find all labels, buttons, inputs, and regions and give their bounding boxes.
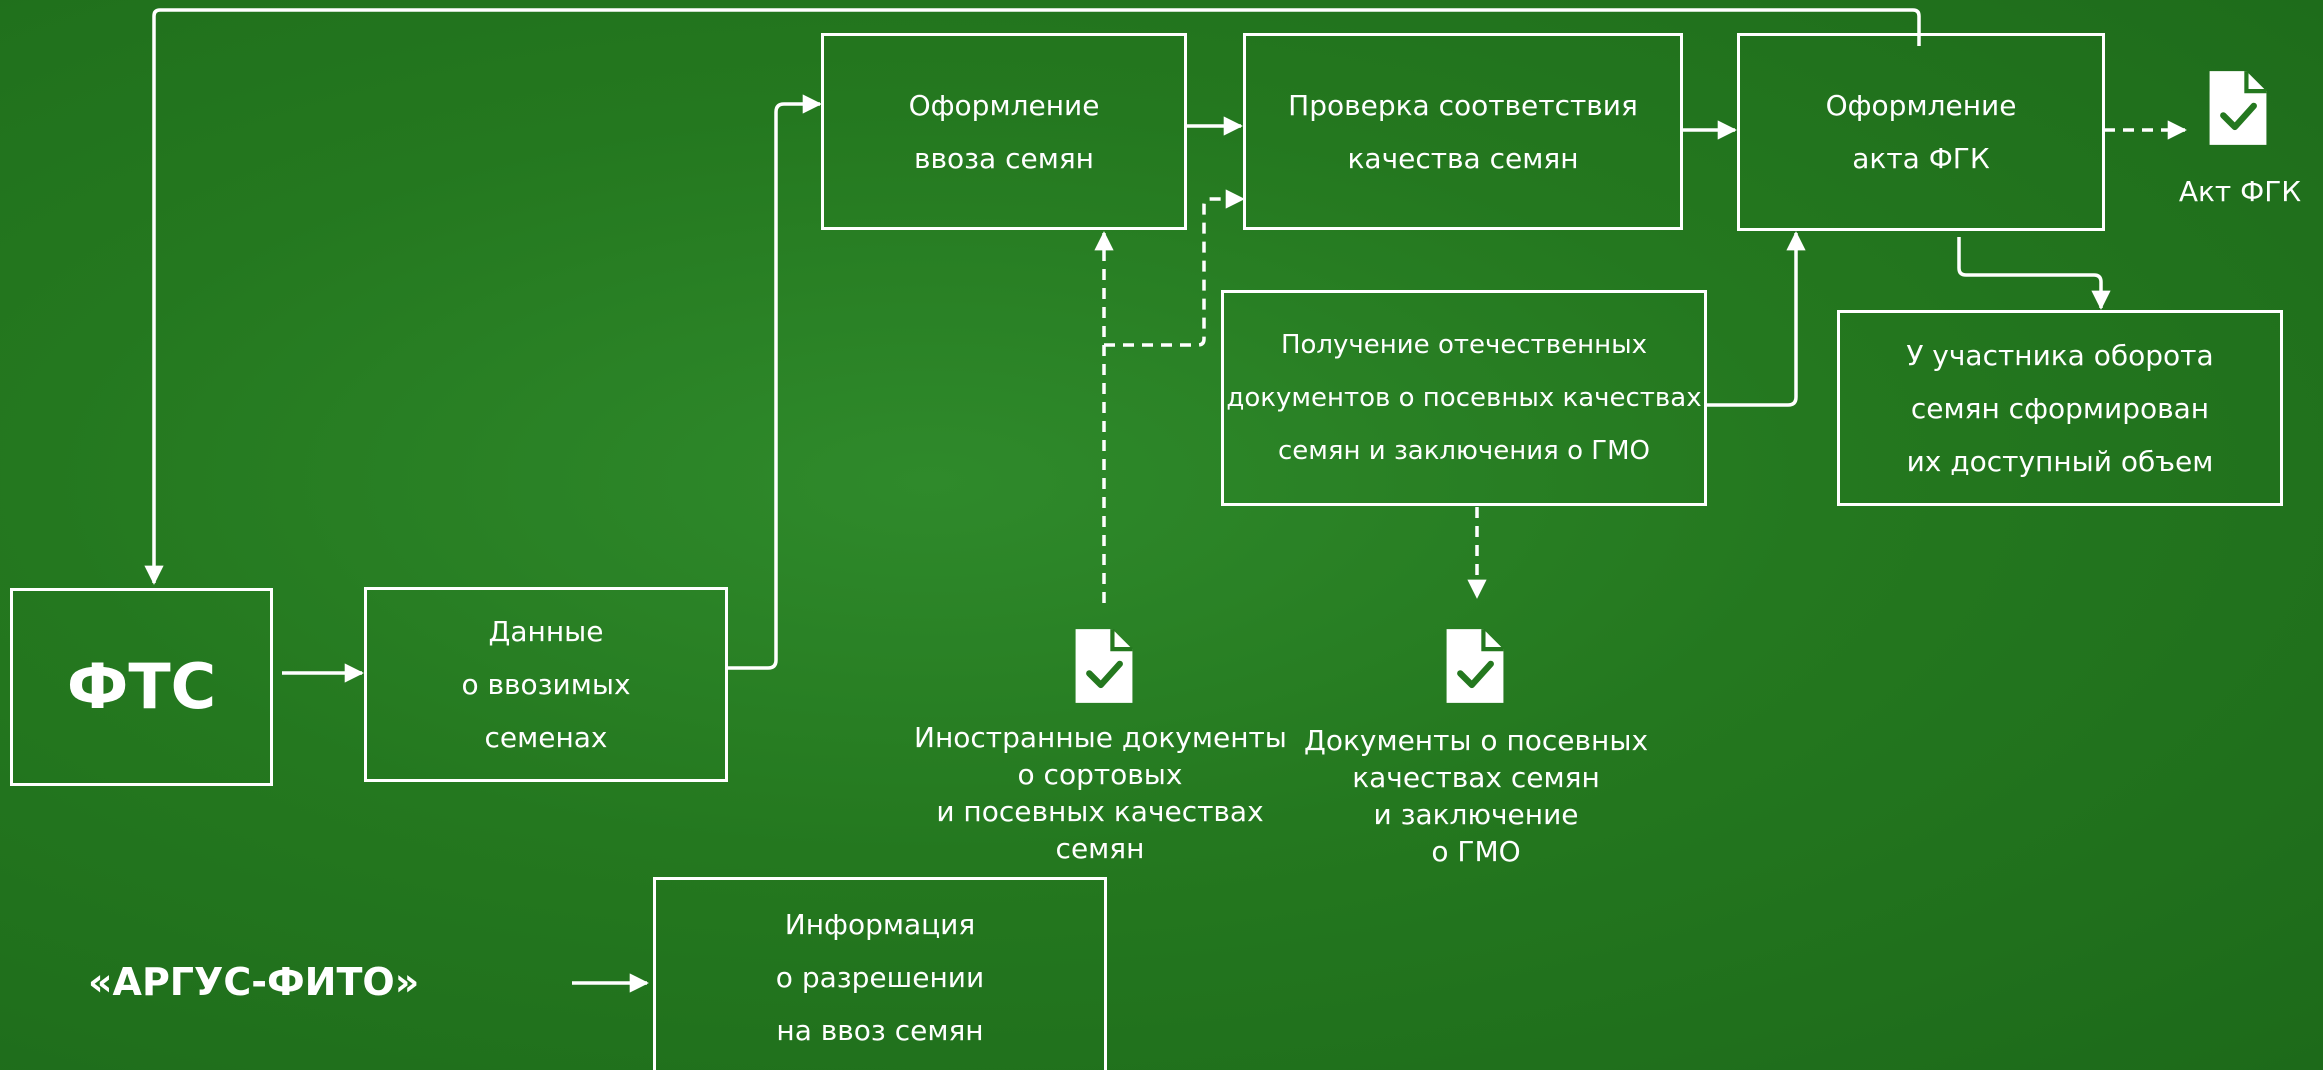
domestic-docs-line-2: документов о посевных качествах	[1226, 382, 1702, 413]
permit-info-line-1: Информация	[784, 907, 976, 941]
quality-check-line-1: Проверка соответствия	[1288, 88, 1638, 122]
seed-docs-line-4: о ГМО	[1431, 835, 1521, 868]
foreign-docs-line-2: о сортовых	[1017, 758, 1183, 791]
domestic-docs-box: Получение отечественных документов о пос…	[1221, 290, 1707, 506]
seed-docs-label: Документы о посевных качествах семян и з…	[1296, 722, 1656, 870]
import-data-line-3: семенах	[484, 721, 608, 754]
domestic-docs-line-1: Получение отечественных	[1280, 329, 1648, 360]
act-registration-line-2: акта ФГК	[1852, 142, 1990, 175]
permit-info-box: Информация о разрешении на ввоз семян	[653, 877, 1107, 1077]
fts-label: ФТС	[66, 650, 217, 723]
document-check-icon	[2209, 71, 2267, 145]
seed-docs-line-3: и заключение	[1373, 798, 1579, 831]
act-registration-box: Оформление акта ФГК	[1737, 33, 2105, 231]
argus-label: «АРГУС-ФИТО»	[88, 960, 420, 1004]
act-registration-line-1: Оформление	[1825, 89, 2017, 122]
fts-box: ФТС	[10, 588, 273, 786]
seed-docs-line-1: Документы о посевных	[1303, 724, 1649, 757]
seed-docs-line-2: качествах семян	[1352, 761, 1600, 794]
foreign-docs-line-3: и посевных качествах	[936, 795, 1264, 828]
import-data-box: Данные о ввозимых семенах	[364, 587, 728, 782]
permit-info-line-2: о разрешении	[775, 960, 985, 994]
import-registration-line-2: ввоза семян	[914, 141, 1094, 175]
import-data-line-1: Данные	[488, 615, 604, 648]
foreign-docs-line-1: Иностранные документы	[914, 721, 1287, 754]
arrow-foreign-to-quality	[1104, 189, 1245, 347]
domestic-docs-line-3: семян и заключения о ГМО	[1277, 435, 1651, 466]
arrow-act-to-volume	[1957, 237, 2111, 310]
act-doc-label: Акт ФГК	[2178, 175, 2302, 208]
arrow-domestic-to-act	[1707, 231, 1806, 407]
import-registration-line-1: Оформление	[908, 88, 1100, 122]
arrow-data-to-import	[728, 94, 822, 670]
participant-volume-line-3: их доступный объем	[1906, 444, 2214, 478]
import-registration-box: Оформление ввоза семян	[821, 33, 1187, 230]
foreign-docs-label: Иностранные документы о сортовых и посев…	[914, 719, 1287, 867]
arrow-act-to-fts	[144, 8, 1921, 585]
document-check-icon	[1446, 629, 1504, 703]
quality-check-box: Проверка соответствия качества семян	[1243, 33, 1683, 230]
participant-volume-line-1: У участника оборота	[1906, 338, 2214, 372]
permit-info-line-3: на ввоз семян	[776, 1013, 984, 1047]
document-check-icon	[1075, 629, 1133, 703]
participant-volume-box: У участника оборота семян сформирован их…	[1837, 310, 2283, 506]
participant-volume-line-2: семян сформирован	[1910, 391, 2210, 425]
foreign-docs-line-4: семян	[1055, 832, 1145, 865]
quality-check-line-2: качества семян	[1347, 141, 1579, 175]
import-data-line-2: о ввозимых	[461, 668, 631, 701]
